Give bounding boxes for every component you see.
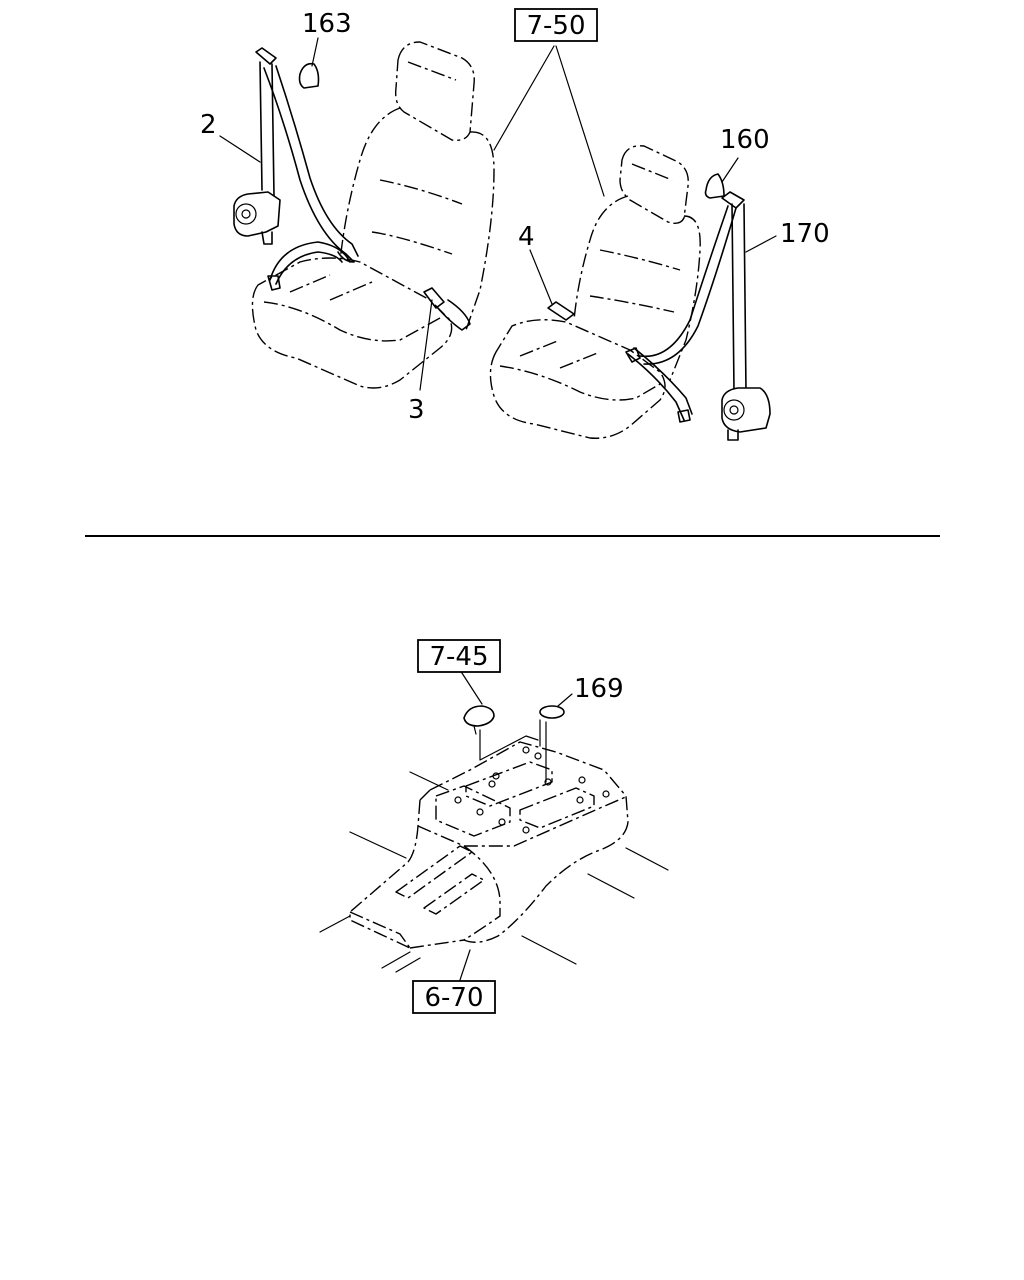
- label-4: 4: [518, 222, 535, 252]
- label-170: 170: [780, 219, 830, 249]
- ref-box-7-50: [514, 8, 598, 42]
- label-163: 163: [302, 9, 352, 39]
- right-seat: [489, 145, 771, 441]
- label-7-50: 7-50: [526, 11, 585, 41]
- label-7-45: 7-45: [429, 642, 488, 672]
- ref-box-6-70: [412, 980, 496, 1014]
- anchor-cover-160: [704, 173, 725, 199]
- plug-7-45: [463, 705, 495, 727]
- ref-box-7-45: [417, 639, 501, 673]
- floor-console-group: 7-45 169 6-70: [319, 639, 669, 1014]
- label-169: 169: [574, 674, 624, 704]
- label-2: 2: [200, 110, 217, 140]
- left-seat: [233, 41, 495, 389]
- label-6-70: 6-70: [424, 983, 483, 1013]
- console-holes: [454, 746, 610, 834]
- front-seats-group: 7-50 163 2 3 4 160 170: [200, 8, 830, 441]
- label-3: 3: [408, 395, 425, 425]
- label-160: 160: [720, 125, 770, 155]
- anchor-cover-163: [298, 62, 320, 89]
- plug-169: [539, 705, 565, 719]
